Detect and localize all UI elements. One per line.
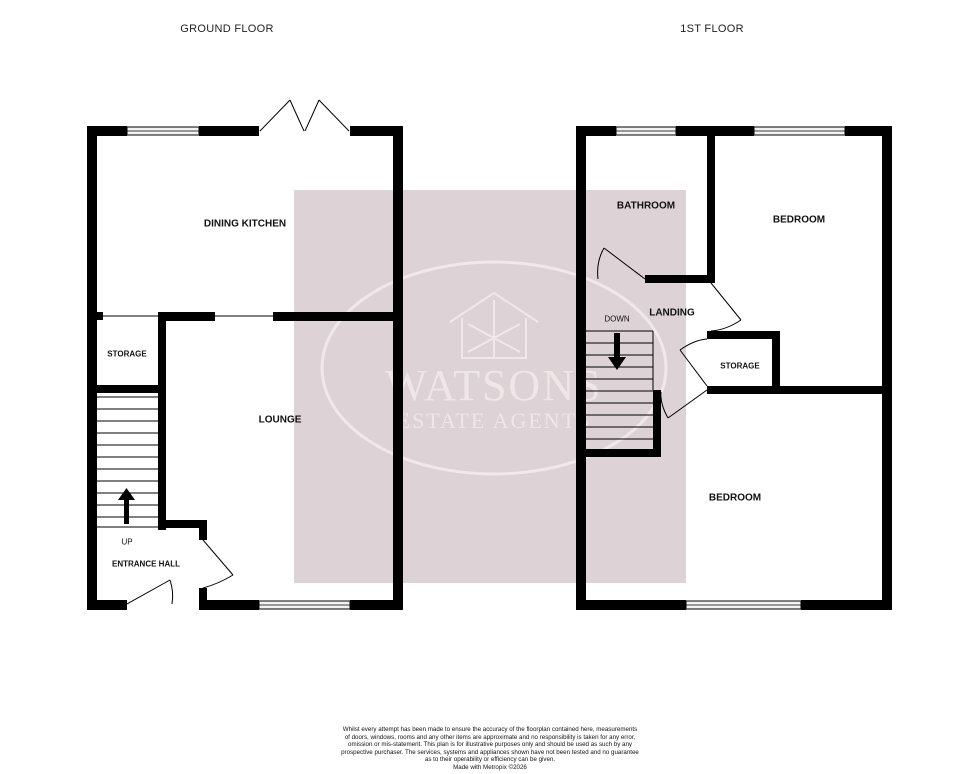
watermark-name: WATSONS — [386, 361, 603, 410]
first-floor-plan — [576, 126, 892, 610]
wall-storage-south — [97, 385, 158, 393]
door-bedroom-rear — [660, 389, 708, 419]
room-label-bedroom-front: BEDROOM — [772, 214, 826, 226]
wall-first-east — [882, 126, 892, 610]
disclaimer-line: of doors, windows, rooms and any other i… — [344, 733, 636, 741]
disclaimer-line: omission or mis-statement. This plan is … — [348, 741, 632, 749]
watermark-ellipse — [320, 260, 668, 476]
wall-hall-north — [158, 520, 206, 528]
ground-floor-title: GROUND FLOOR — [180, 23, 274, 35]
disclaimer-line: Whilst every attempt has been made to en… — [342, 726, 638, 733]
arrow-down-icon — [608, 333, 626, 370]
wall-stairwell-east — [653, 390, 661, 457]
wall-storage-north — [707, 331, 780, 339]
wall-ground-north-b — [199, 126, 259, 136]
ground-floor-plan — [87, 99, 403, 610]
wall-stairwell-south — [576, 449, 661, 457]
wall-first-south-b — [801, 600, 892, 610]
wall-first-west — [576, 126, 586, 610]
wall-bedrooms-divider — [707, 386, 882, 394]
wall-ground-south-a — [87, 600, 127, 610]
stairs-up-label: UP — [121, 537, 133, 547]
watermark-logo: WATSONS ESTATE AGENTS — [294, 190, 686, 583]
room-label-entrance-hall: ENTRANCE HALL — [112, 559, 180, 569]
wall-kitchen-lounge — [273, 312, 403, 321]
wall-hall-east — [199, 520, 207, 540]
room-label-lounge: LOUNGE — [258, 414, 302, 426]
french-doors — [259, 99, 350, 132]
door-bedroom-front — [710, 282, 742, 332]
wall-first-north-a — [576, 126, 616, 136]
staircase-first — [586, 330, 654, 440]
door-bathroom — [597, 247, 646, 280]
disclaimer-line: Made with Metropix ©2026 — [453, 763, 527, 771]
room-label-bedroom-rear: BEDROOM — [708, 492, 762, 504]
wall-ground-west — [87, 126, 97, 610]
wall-ground-north-a — [87, 126, 127, 136]
wall-bathroom-landing — [645, 275, 715, 283]
room-label-storage-ground: STORAGE — [107, 349, 147, 359]
door-front — [126, 579, 174, 605]
wall-ground-south-b — [199, 600, 259, 610]
wall-ground-north-c — [350, 126, 403, 136]
watermark-subtitle: ESTATE AGENTS — [397, 408, 592, 433]
watermark-house-icon — [449, 291, 539, 359]
wall-first-north-c — [845, 126, 892, 136]
room-label-bathroom: BATHROOM — [616, 200, 676, 212]
wall-lounge-west — [158, 312, 166, 530]
disclaimer-line: as to their operability or efficiency ca… — [424, 756, 556, 764]
wall-storage-east — [772, 331, 780, 391]
room-label-storage-first: STORAGE — [720, 361, 760, 371]
wall-ground-east — [393, 126, 403, 610]
stairs-down-label: DOWN — [604, 314, 630, 324]
watermark-panel — [294, 190, 686, 583]
door-lounge — [202, 539, 234, 589]
room-label-landing: LANDING — [649, 307, 695, 319]
first-floor-title: 1ST FLOOR — [680, 23, 744, 35]
wall-first-north-b — [676, 126, 754, 136]
wall-kitchen-lounge-b — [158, 312, 215, 321]
disclaimer-line: prospective purchaser. The services, sys… — [341, 748, 639, 756]
disclaimer: Whilst every attempt has been made to en… — [290, 726, 690, 772]
door-storage-first — [679, 338, 708, 387]
room-label-dining-kitchen: DINING KITCHEN — [203, 218, 287, 230]
wall-first-south-a — [576, 600, 686, 610]
wall-ground-south-c — [350, 600, 403, 610]
arrow-up-icon — [118, 488, 135, 524]
wall-bathroom-bedroom — [707, 136, 715, 283]
